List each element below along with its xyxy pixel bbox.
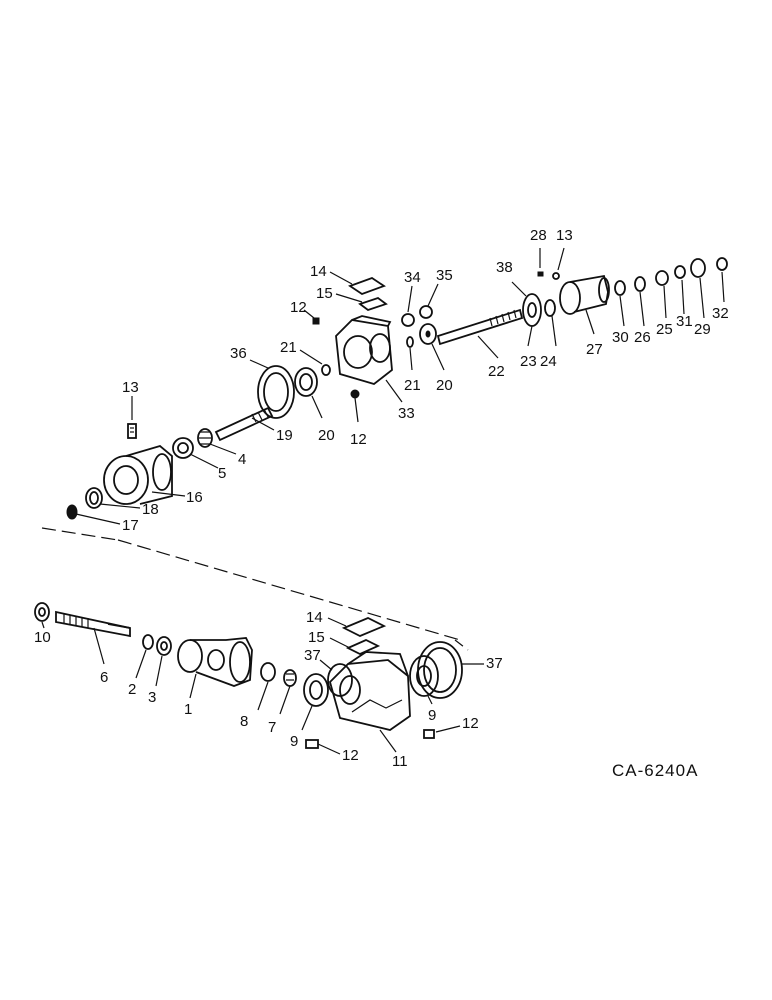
- callout-11: 11: [392, 753, 408, 770]
- part-25-bearing: [655, 270, 669, 286]
- part-29-bearing: [690, 258, 706, 278]
- part-37-seal-left: [327, 663, 353, 697]
- part-20-bearing-right: [419, 323, 437, 345]
- part-28-pin: [537, 271, 544, 277]
- part-5-bearing: [172, 437, 194, 459]
- part-30-washer: [614, 280, 626, 296]
- part-16-housing: [103, 445, 173, 505]
- part-14-cover-upper: [348, 276, 386, 296]
- part-1-housing: [177, 637, 253, 687]
- part-37-seal-right: [417, 641, 463, 699]
- part-15-gasket-upper: [358, 296, 388, 312]
- callout-37a: 37: [304, 647, 321, 664]
- part-33-gearbox: [335, 315, 393, 385]
- part-12-fitting-right: [423, 729, 435, 739]
- callout-19: 19: [276, 427, 293, 444]
- part-17-nut: [66, 504, 78, 520]
- assembly-dash-line: [41, 527, 461, 641]
- callout-12a: 12: [290, 299, 307, 316]
- callout-21b: 21: [404, 377, 421, 394]
- callout-14a: 14: [310, 263, 327, 280]
- part-2-ring: [142, 634, 154, 650]
- callout-17: 17: [122, 517, 139, 534]
- part-31-ring: [674, 265, 686, 279]
- callout-26: 26: [634, 329, 651, 346]
- callout-2: 2: [128, 681, 136, 698]
- callout-6: 6: [100, 669, 108, 686]
- part-35-washer: [419, 305, 433, 319]
- callout-8: 8: [240, 713, 248, 730]
- callout-12d: 12: [342, 747, 359, 764]
- callout-15b: 15: [308, 629, 325, 646]
- callout-1: 1: [184, 701, 192, 718]
- part-26-seal: [634, 276, 646, 292]
- callout-22: 22: [488, 363, 505, 380]
- callout-7: 7: [268, 719, 276, 736]
- callout-37b: 37: [486, 655, 503, 672]
- part-13-plug: [127, 423, 137, 439]
- callout-9a: 9: [290, 733, 298, 750]
- callout-16: 16: [186, 489, 203, 506]
- part-7-gear: [283, 669, 297, 687]
- callout-27: 27: [586, 341, 603, 358]
- callout-4: 4: [238, 451, 246, 468]
- part-11-gearbox: [328, 651, 411, 731]
- callout-13-top: 13: [122, 379, 139, 396]
- part-20-bearing-left: [294, 367, 318, 397]
- part-32-washer: [716, 257, 728, 271]
- part-12-fitting-upper: [312, 317, 320, 325]
- callout-33: 33: [398, 405, 415, 422]
- part-21-snap-ring-right: [406, 336, 414, 348]
- callout-12c: 12: [462, 715, 479, 732]
- callout-12b: 12: [350, 431, 367, 448]
- part-3-bearing: [156, 636, 172, 656]
- callout-23: 23: [520, 353, 537, 370]
- callout-14b: 14: [306, 609, 323, 626]
- callout-18: 18: [142, 501, 159, 518]
- part-8-ring: [260, 662, 276, 682]
- callout-30: 30: [612, 329, 629, 346]
- callout-25: 25: [656, 321, 673, 338]
- part-6-shaft: [55, 610, 131, 638]
- part-36-gasket: [257, 365, 295, 419]
- part-9-bearing-left: [303, 673, 329, 707]
- callout-13b: 13: [556, 227, 573, 244]
- part-24-ring: [544, 299, 556, 317]
- callout-20a: 20: [318, 427, 335, 444]
- part-4-gear: [197, 428, 213, 448]
- part-13-plug-small: [552, 272, 560, 280]
- part-21-snap-ring-left: [321, 364, 331, 376]
- part-12-fitting-bottom: [305, 739, 319, 749]
- callout-15a: 15: [316, 285, 333, 302]
- assembly-dash-line-right: [454, 639, 469, 651]
- part-10-washer: [34, 602, 50, 622]
- callout-21a: 21: [280, 339, 297, 356]
- callout-3: 3: [148, 689, 156, 706]
- part-15-gasket-lower: [345, 639, 381, 655]
- callout-9b: 9: [428, 707, 436, 724]
- callout-36: 36: [230, 345, 247, 362]
- part-27-housing: [559, 274, 610, 315]
- part-14-cover-lower: [341, 617, 387, 637]
- callout-24: 24: [540, 353, 557, 370]
- part-18-ring: [85, 487, 103, 509]
- callout-10: 10: [34, 629, 51, 646]
- callout-32: 32: [712, 305, 729, 322]
- callout-20b: 20: [436, 377, 453, 394]
- part-23-flange: [522, 293, 542, 327]
- callout-5: 5: [218, 465, 226, 482]
- callout-34: 34: [404, 269, 421, 286]
- drawing-code: CA-6240A: [612, 761, 698, 780]
- callout-31: 31: [676, 313, 693, 330]
- part-22-shaft: [436, 308, 524, 346]
- callout-29: 29: [694, 321, 711, 338]
- callout-35: 35: [436, 267, 453, 284]
- part-34-washer: [401, 313, 415, 327]
- callout-28: 28: [530, 227, 547, 244]
- part-12-fitting-lower: [350, 389, 360, 399]
- callout-38: 38: [496, 259, 513, 276]
